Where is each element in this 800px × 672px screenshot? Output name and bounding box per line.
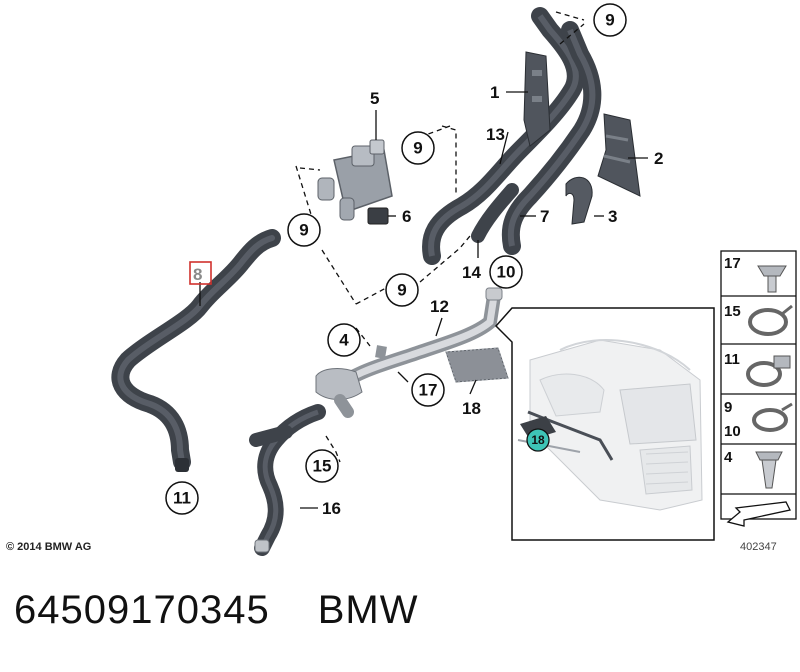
hose-16[interactable] [249, 404, 326, 556]
solid-leaders [199, 91, 648, 509]
spring-clamp-icon [748, 304, 793, 336]
callout-9-valve[interactable]: 9 [401, 131, 435, 165]
part-number: 64509170345 [14, 588, 270, 632]
callout-11[interactable]: 11 [165, 481, 199, 515]
legend-item-9-10[interactable]: 9 10 [724, 399, 793, 440]
copyright-notice: © 2014 BMW AG [6, 541, 92, 553]
svg-text:9: 9 [299, 221, 308, 240]
hose-14[interactable] [471, 183, 519, 243]
svg-text:15: 15 [313, 457, 332, 476]
valve-5[interactable] [317, 139, 393, 221]
label-6[interactable]: 6 [402, 207, 411, 226]
svg-text:9: 9 [413, 139, 422, 158]
callout-15[interactable]: 15 [305, 449, 339, 483]
label-13[interactable]: 13 [486, 125, 505, 144]
svg-text:9: 9 [605, 11, 614, 30]
highlight-box-8 [189, 261, 212, 285]
callout-9-top[interactable]: 9 [593, 3, 627, 37]
label-2[interactable]: 2 [654, 149, 663, 168]
svg-text:10: 10 [724, 423, 741, 440]
pad-18[interactable] [445, 347, 509, 383]
hose-clamp-icon [746, 355, 791, 387]
callout-4[interactable]: 4 [327, 323, 361, 357]
label-12[interactable]: 12 [430, 297, 449, 316]
band-clamp-icon [752, 402, 793, 432]
svg-text:4: 4 [339, 331, 349, 350]
bracket-1[interactable] [523, 51, 551, 147]
label-5[interactable]: 5 [370, 89, 379, 108]
callout-17[interactable]: 17 [411, 373, 445, 407]
callout-9-mid[interactable]: 9 [385, 273, 419, 307]
brand-name: BMW [317, 588, 419, 632]
callout-18-inset[interactable]: 18 [526, 428, 550, 452]
callout-9-left[interactable]: 9 [287, 213, 321, 247]
hose-8[interactable] [111, 229, 281, 472]
label-3[interactable]: 3 [608, 207, 617, 226]
direction-arrow-icon [726, 501, 791, 527]
leader-lines [295, 11, 585, 463]
pipe-12[interactable] [315, 287, 503, 418]
svg-text:18: 18 [531, 433, 545, 447]
svg-text:17: 17 [419, 381, 438, 400]
label-18[interactable]: 18 [462, 399, 481, 418]
label-1[interactable]: 1 [490, 83, 499, 102]
bracket-3[interactable] [565, 176, 593, 225]
label-16[interactable]: 16 [322, 499, 341, 518]
label-8[interactable]: 8 [193, 265, 202, 284]
svg-text:17: 17 [724, 255, 741, 272]
callout-10[interactable]: 10 [489, 255, 523, 289]
label-14[interactable]: 14 [462, 263, 481, 282]
push-nut-icon [757, 265, 787, 293]
svg-text:11: 11 [173, 489, 191, 508]
hose-13[interactable] [422, 7, 585, 265]
bracket-2[interactable] [597, 113, 641, 197]
hose-7[interactable] [501, 21, 602, 255]
document-number: 402347 [740, 541, 777, 553]
svg-text:15: 15 [724, 303, 741, 320]
legend-item-15[interactable]: 15 [724, 303, 793, 336]
inset-panel [494, 307, 715, 541]
svg-text:9: 9 [397, 281, 406, 300]
connector-6[interactable] [367, 207, 389, 225]
svg-text:11: 11 [724, 351, 740, 368]
svg-text:10: 10 [497, 263, 516, 282]
legend-item-17[interactable]: 17 [724, 255, 787, 293]
legend-item-4[interactable]: 4 [724, 449, 783, 489]
svg-text:4: 4 [724, 449, 733, 466]
label-7[interactable]: 7 [540, 207, 549, 226]
legend-item-arrow[interactable] [726, 501, 791, 527]
part-caption: 64509170345 BMW [14, 588, 418, 633]
expansion-rivet-icon [755, 451, 783, 489]
legend-item-11[interactable]: 11 [724, 351, 791, 387]
svg-text:9: 9 [724, 399, 732, 416]
